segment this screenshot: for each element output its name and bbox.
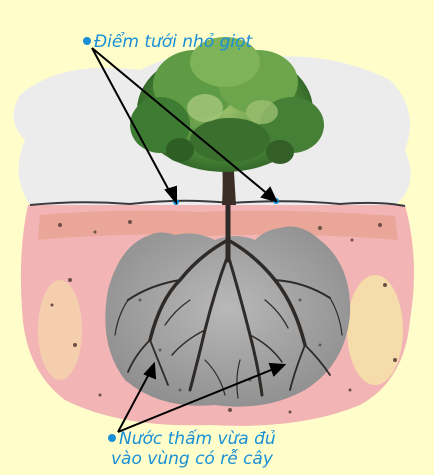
bullet-dot-icon bbox=[83, 37, 91, 45]
bullet-dot-icon bbox=[108, 434, 116, 442]
water-seepage-line2: vào vùng có rễ cây bbox=[108, 449, 276, 469]
drip-point-label: Điểm tưới nhỏ giọt bbox=[83, 32, 252, 52]
water-seepage-line1: Nước thấm vừa đủ bbox=[119, 429, 276, 449]
water-seepage-label: Nước thấm vừa đủ vào vùng có rễ cây bbox=[108, 429, 276, 469]
drip-point-text: Điểm tưới nhỏ giọt bbox=[94, 32, 252, 52]
